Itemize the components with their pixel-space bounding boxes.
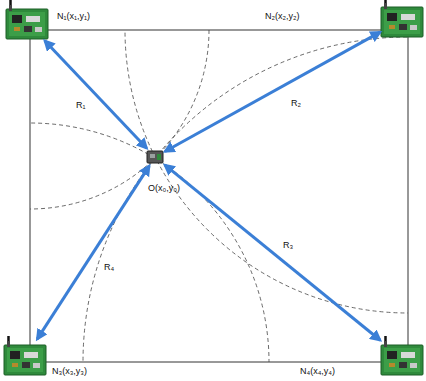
distance-label: R₄ — [103, 262, 115, 273]
sensor-node: N₁(x₁,y₁) — [5, 4, 49, 40]
node-label: N₃(x₃,y₃) — [52, 366, 87, 377]
distance-arrow — [45, 41, 147, 149]
sensor-icon — [4, 336, 46, 375]
sensor-node: N₃(x₃,y₃) — [3, 340, 47, 376]
sensor-node: N₂(x₂,y₂) — [381, 2, 423, 38]
sensor-node: N₄(x₄,y₄) — [381, 340, 423, 376]
distance-label: R₁ — [75, 100, 87, 111]
distance-arrow — [165, 32, 380, 151]
target-node: O(x₀,y₀) — [146, 149, 164, 165]
sensor-icon — [6, 0, 48, 39]
node-label: N₁(x₁,y₁) — [57, 11, 90, 22]
range-arcs — [30, 30, 408, 362]
sensor-icon — [381, 336, 423, 375]
node-label: N₄(x₄,y₄) — [300, 366, 335, 377]
area-border — [30, 30, 408, 362]
node-label: O(x₀,y₀) — [148, 183, 180, 194]
distance-label: R₂ — [290, 98, 302, 109]
distance-label: R₃ — [282, 240, 294, 251]
distance-arrow — [165, 165, 380, 340]
target-icon — [147, 151, 163, 163]
distance-arrow — [37, 166, 149, 339]
sensor-icon — [381, 0, 423, 37]
node-label: N₂(x₂,y₂) — [265, 11, 299, 22]
